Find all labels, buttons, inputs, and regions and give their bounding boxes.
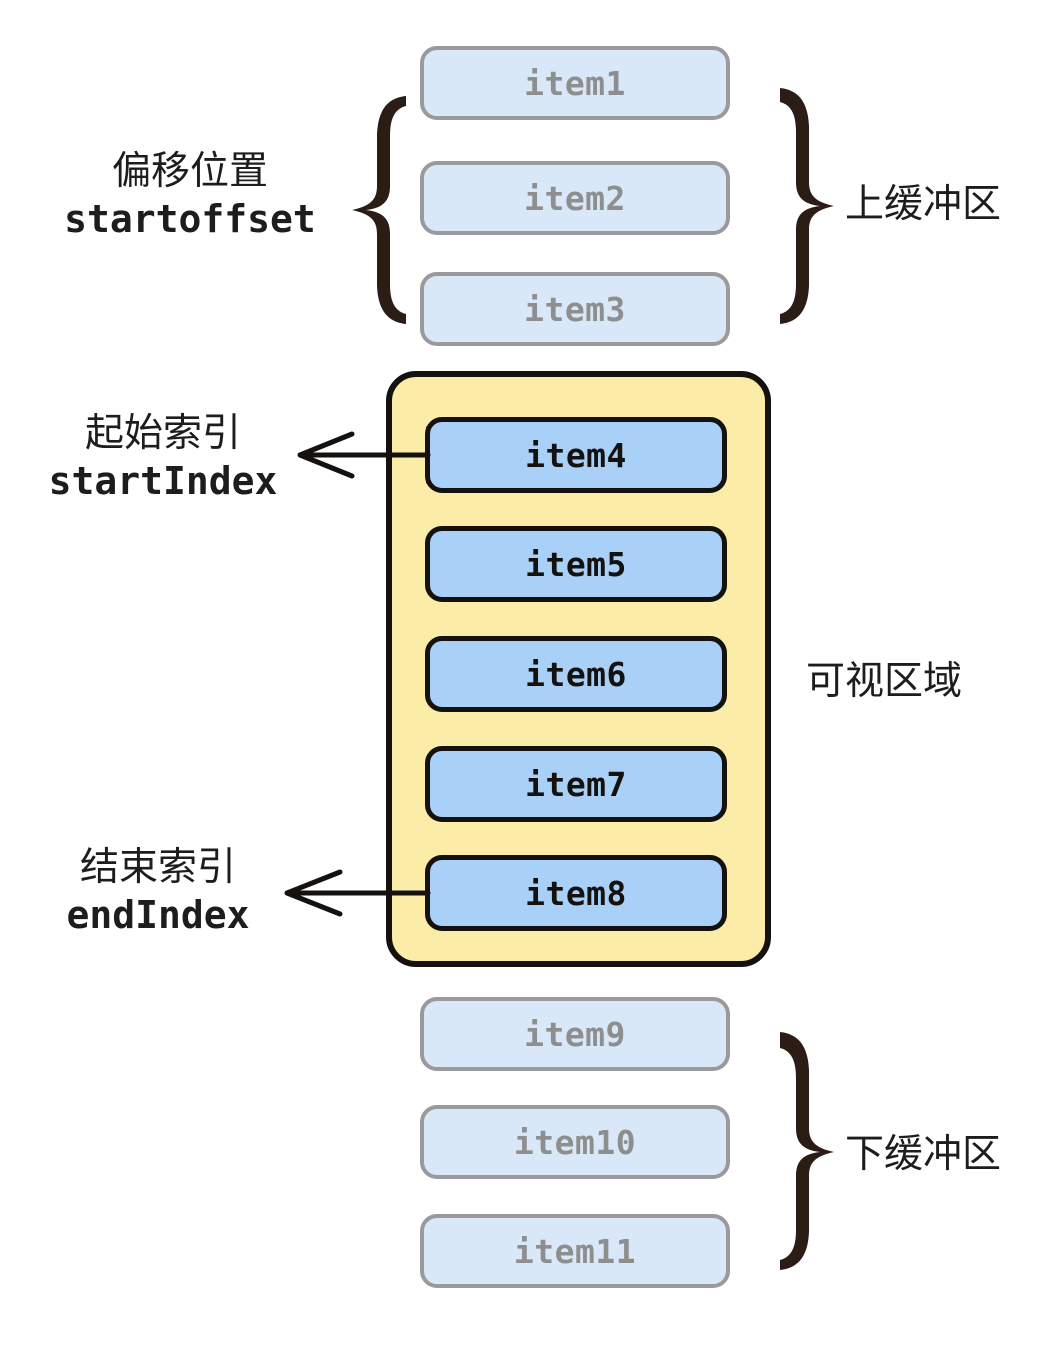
top-buffer-label: 上缓冲区 [845, 183, 1002, 226]
top-buffer-brace-icon [780, 88, 834, 324]
viewport-item-6: item6 [425, 636, 727, 712]
item-label: item9 [524, 1014, 626, 1054]
buffer-item-9: item9 [420, 997, 730, 1071]
item-label: item6 [525, 654, 627, 694]
buffer-item-1: item1 [420, 46, 730, 120]
buffer-item-10: item10 [420, 1105, 730, 1179]
start-index-label-cn: 起始索引 [84, 412, 241, 455]
item-label: item3 [524, 289, 626, 329]
item-label: item10 [513, 1122, 637, 1162]
start-offset-label: 偏移位置 startoffset [40, 148, 340, 242]
viewport-item-8: item8 [425, 855, 727, 931]
left-brace-icon [352, 96, 406, 324]
bottom-buffer-brace-icon [780, 1032, 834, 1270]
bottom-buffer-label: 下缓冲区 [845, 1133, 1002, 1176]
buffer-item-3: item3 [420, 272, 730, 346]
viewport-item-4: item4 [425, 417, 727, 493]
viewport-region-label: 可视区域 [806, 660, 963, 703]
start-offset-label-code: startoffset [64, 196, 316, 241]
item-label: item11 [513, 1231, 637, 1271]
end-index-label-cn: 结束索引 [79, 846, 236, 889]
buffer-item-11: item11 [420, 1214, 730, 1288]
buffer-item-2: item2 [420, 161, 730, 235]
end-index-label-code: endIndex [66, 892, 250, 937]
viewport-item-5: item5 [425, 526, 727, 602]
item-label: item5 [525, 544, 627, 584]
start-offset-label-cn: 偏移位置 [111, 150, 268, 193]
item-label: item2 [524, 178, 626, 218]
item-label: item7 [525, 764, 627, 804]
item-label: item8 [525, 873, 627, 913]
item-label: item1 [524, 63, 626, 103]
viewport-item-7: item7 [425, 746, 727, 822]
end-index-label: 结束索引 endIndex [28, 844, 288, 938]
start-index-label-code: startIndex [48, 458, 278, 503]
start-index-label: 起始索引 startIndex [28, 410, 298, 504]
item-label: item4 [525, 435, 627, 475]
